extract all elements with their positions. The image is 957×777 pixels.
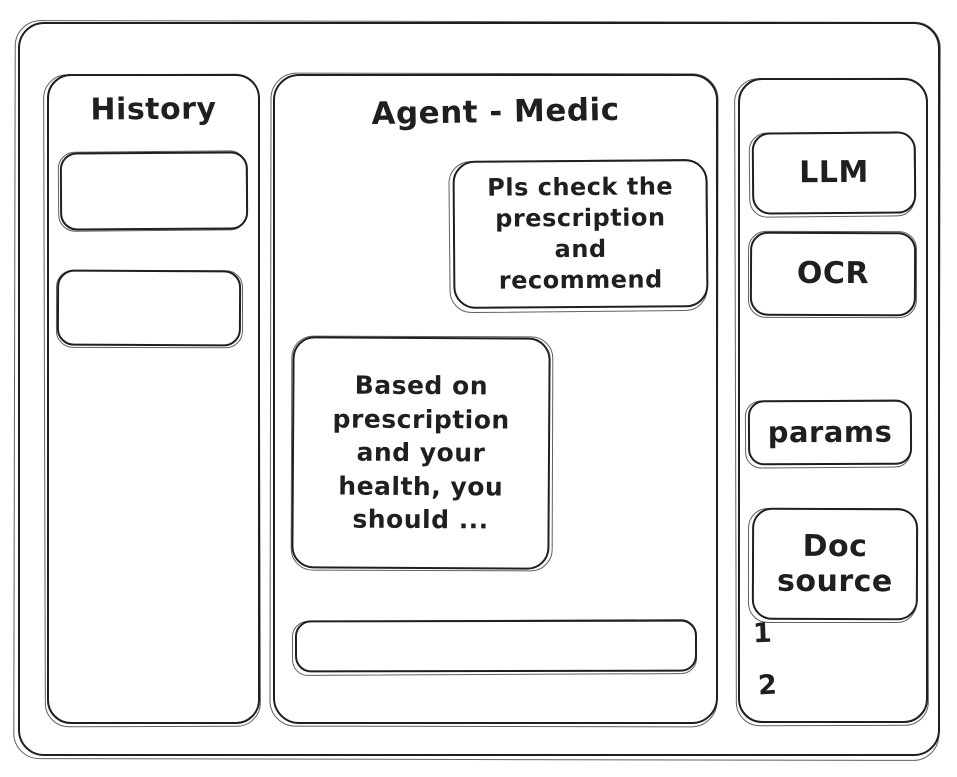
history-list-item[interactable] [56, 269, 242, 347]
tools-panel [738, 78, 928, 723]
message-composer-input[interactable] [294, 619, 698, 673]
doc-source-list-marker[interactable]: 1 [752, 617, 773, 650]
tool-button-llm[interactable]: LLM [751, 131, 917, 215]
app-window-frame [18, 22, 940, 756]
history-list-item[interactable] [59, 151, 249, 231]
tool-button-params[interactable]: params [747, 399, 913, 466]
tool-label-llm: LLM [799, 155, 869, 191]
doc-source-list-marker[interactable]: 2 [757, 669, 779, 702]
agent-conversation-panel [273, 74, 718, 724]
tool-button-doc-source[interactable]: Doc source [751, 507, 919, 621]
agent-message-bubble: Based on prescription and your health, y… [291, 336, 551, 570]
tool-label-doc-source: Doc source [777, 528, 893, 600]
history-panel [47, 74, 260, 724]
tool-label-params: params [767, 415, 893, 450]
user-message-text: Pls check the prescription and recommend [487, 171, 674, 295]
tool-button-ocr[interactable]: OCR [749, 231, 917, 317]
agent-message-text: Based on prescription and your health, y… [332, 370, 510, 535]
history-panel-title: History [90, 91, 217, 128]
tool-label-ocr: OCR [796, 256, 870, 292]
user-message-bubble: Pls check the prescription and recommend [452, 159, 709, 309]
